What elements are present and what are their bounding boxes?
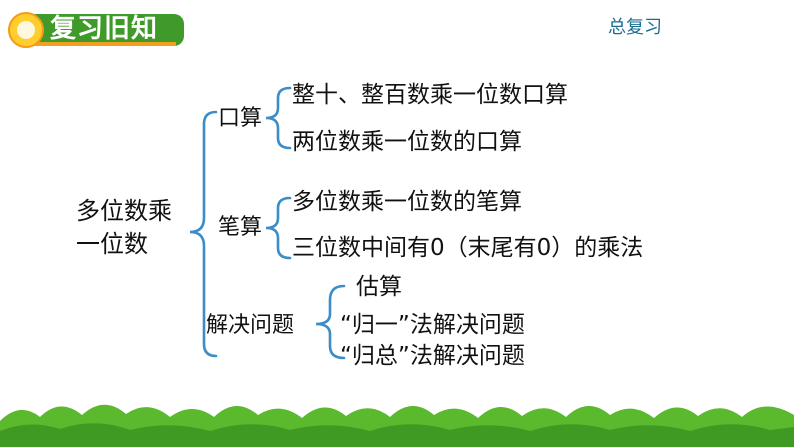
root-label-line2: 一位数 [76,230,148,258]
branch-label-bisuan: 笔算 [218,215,263,240]
leaf-item: “归一”法解决问题 [340,312,525,338]
header-tab: 复习旧知 [8,6,186,48]
branch-brace-kousuan [265,86,292,150]
grass-decoration [0,404,794,447]
leaf-item: 多位数乘一位数的笔算 [292,189,522,215]
leaf-item: 两位数乘一位数的口算 [292,129,522,155]
header-underline [26,42,176,46]
section-label: 总复习 [608,17,662,38]
branch-label-jiejue: 解决问题 [206,313,295,338]
header-banner [26,14,184,46]
magnifier-icon [8,12,44,48]
root-label-line1: 多位数乘 [76,197,172,225]
branch-label-kousuan: 口算 [218,106,263,131]
branch-brace-bisuan [265,196,292,260]
leaf-item: 估算 [356,274,402,300]
branch-brace-jiejue [315,284,346,360]
root-brace [189,110,218,358]
leaf-item: 三位数中间有0（末尾有0）的乘法 [292,235,644,261]
leaf-item: 整十、整百数乘一位数口算 [292,82,568,108]
page-title: 复习旧知 [50,14,159,44]
leaf-item: “归总”法解决问题 [340,343,525,369]
